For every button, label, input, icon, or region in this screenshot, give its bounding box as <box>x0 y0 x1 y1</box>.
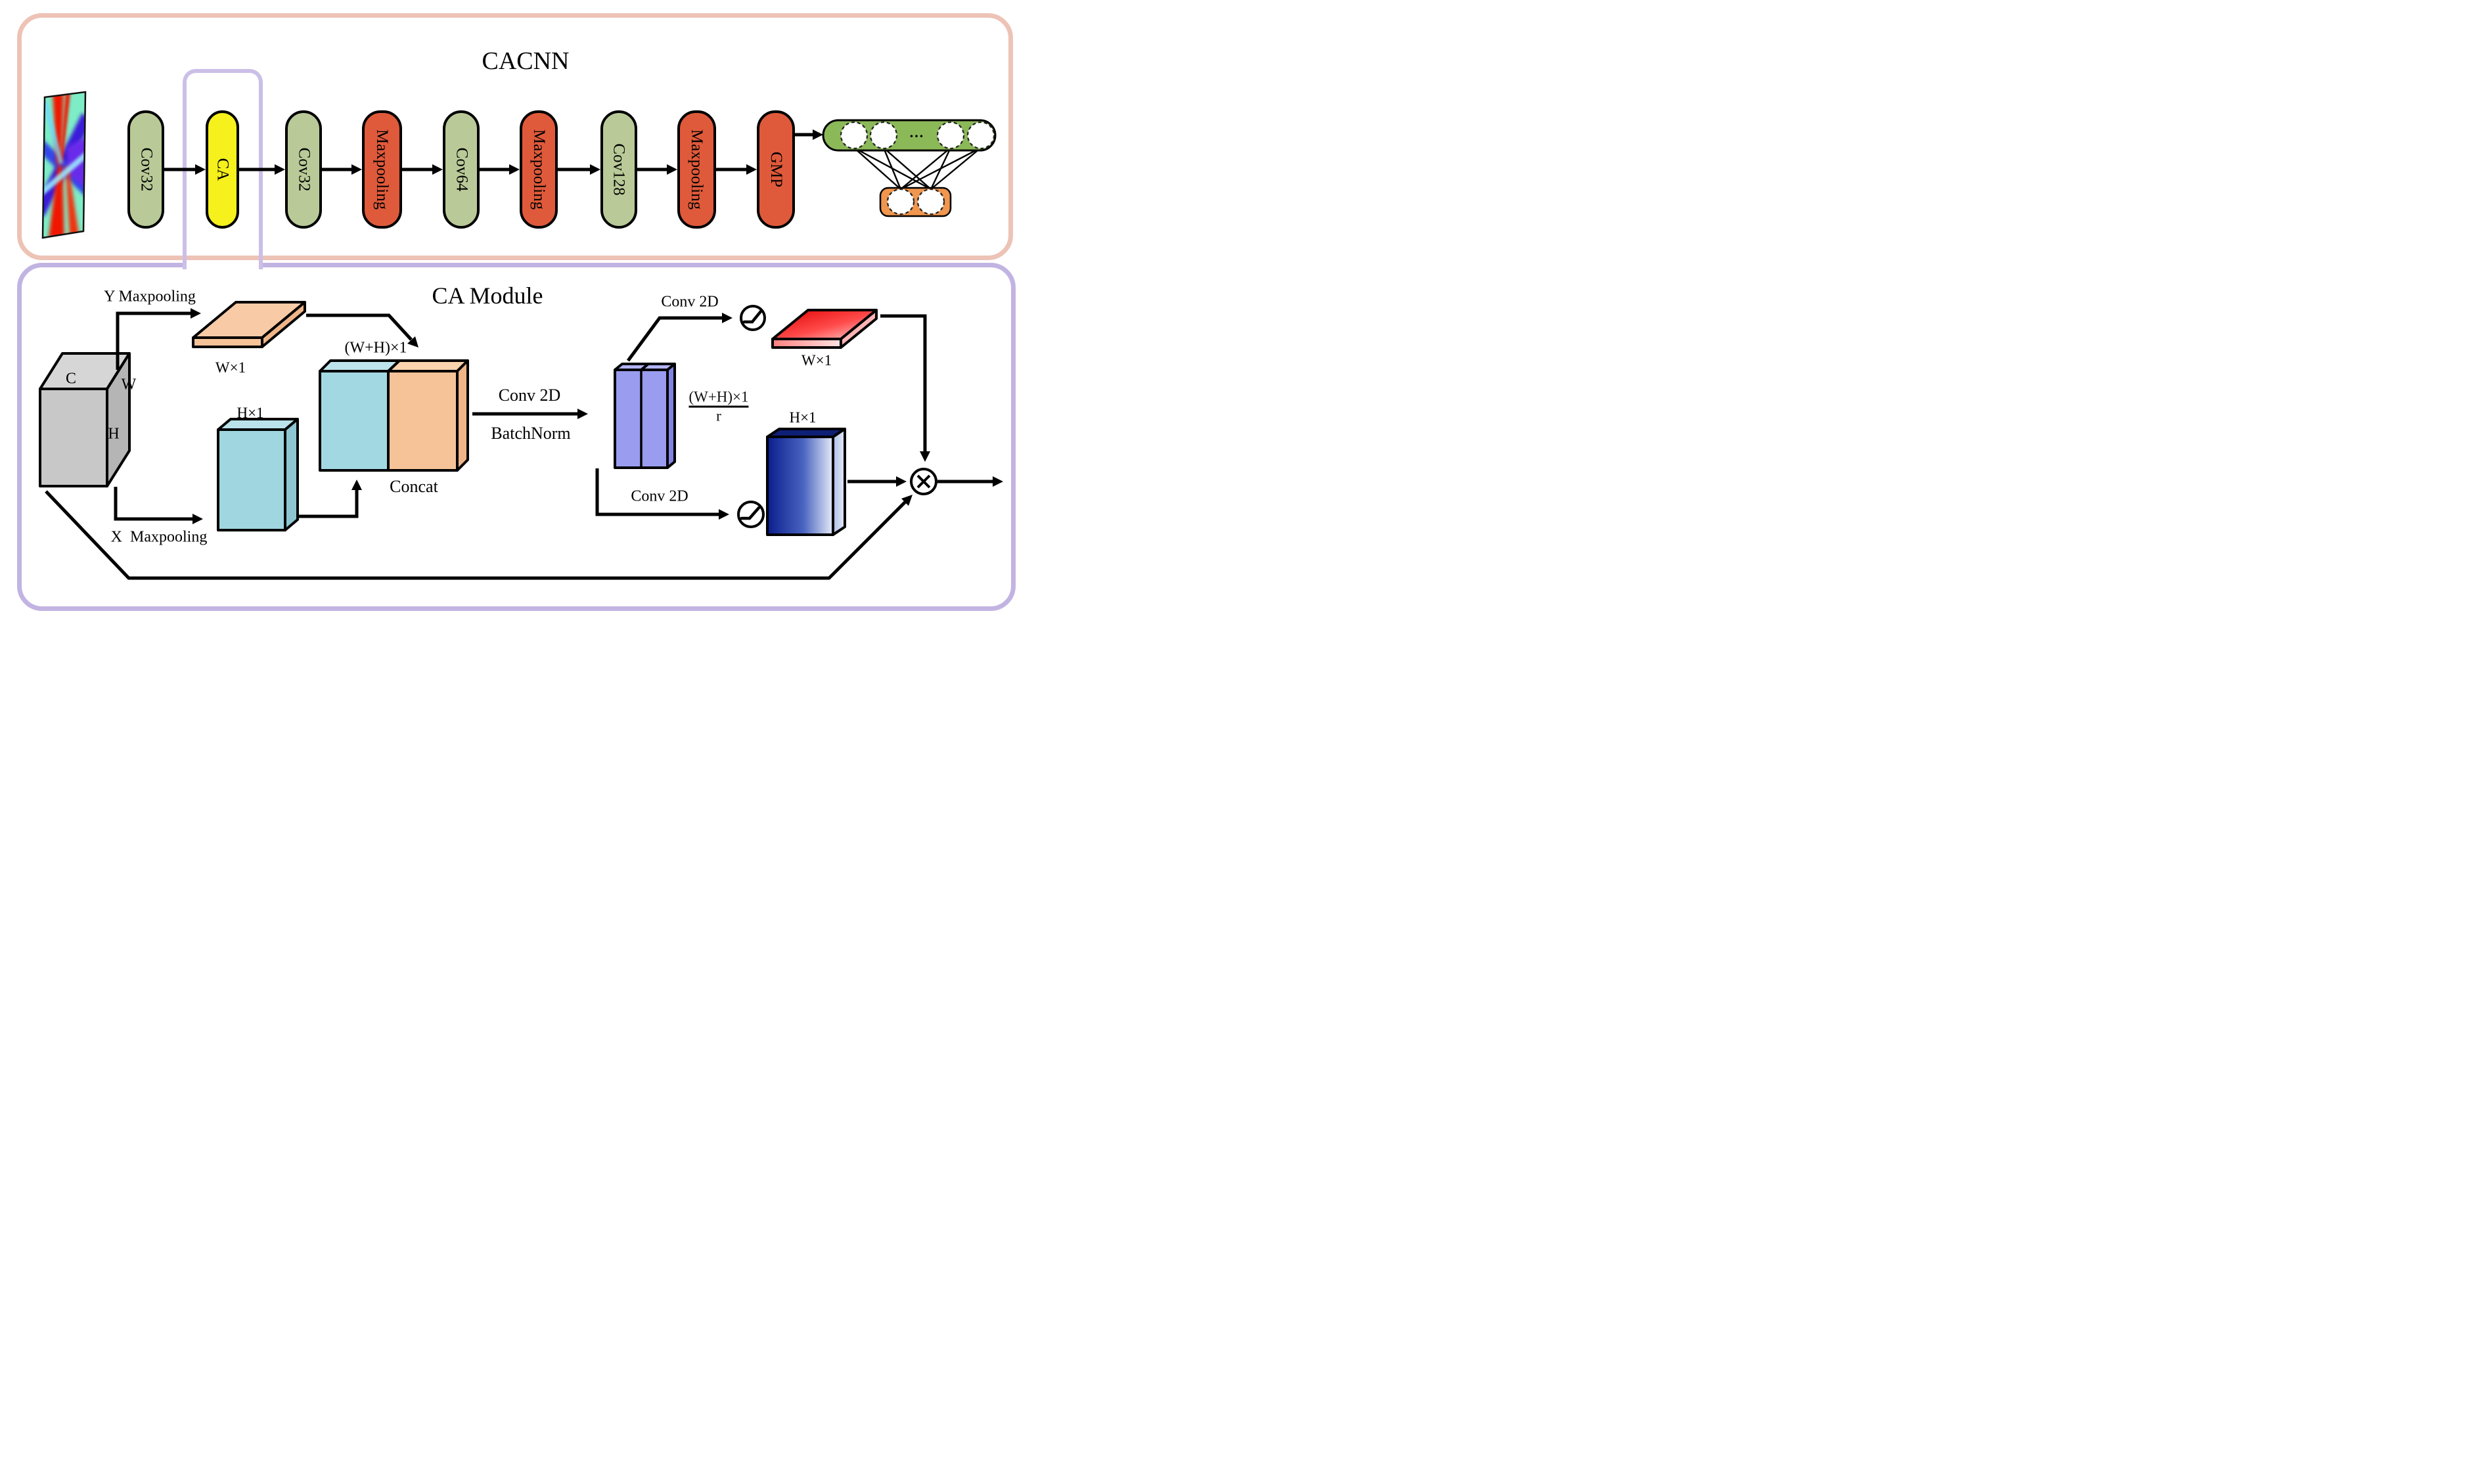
label-h1-cyan: H×1 <box>237 405 264 421</box>
concat-slab <box>319 359 469 472</box>
cube-label-w: W <box>121 376 137 393</box>
input-feature-cube <box>39 352 131 487</box>
block-label: Maxpooling <box>373 129 392 210</box>
block-maxpooling-1: Maxpooling <box>362 110 402 229</box>
sigmoid-icon-bottom <box>737 501 765 528</box>
module-output-arrow <box>937 476 1003 487</box>
figure-canvas: Cov32 CA Cov32 Maxpooling Cov64 Maxpooli… <box>0 0 1030 616</box>
concat-up-arrow <box>298 480 362 518</box>
red-w1-slab <box>771 309 878 349</box>
red-slab-to-multiply-arrow <box>880 314 930 462</box>
label-y-maxpooling: Y Maxpooling <box>104 288 196 305</box>
conv2d-bottom-arrow <box>595 468 729 520</box>
x-maxpooling-arrow <box>114 487 203 524</box>
block-label: Cov32 <box>137 147 155 192</box>
conv2d-top-arrow <box>626 313 733 362</box>
label-conv2d-top: Conv 2D <box>661 293 719 311</box>
panel-border-gap <box>185 261 261 269</box>
label-conv2d-mid: Conv 2D <box>498 386 561 405</box>
title-cacnn: CACNN <box>482 47 570 75</box>
block-ca: CA <box>206 110 239 229</box>
pipeline-arrows <box>164 133 814 171</box>
fc-hidden-neurons <box>840 121 995 150</box>
label-wh1-over-r: (W+H)×1 r <box>688 388 749 425</box>
multiply-icon <box>910 468 937 495</box>
y-maxpooling-arrow <box>116 308 201 370</box>
block-label: Cov128 <box>610 143 628 196</box>
fraction-denominator: r <box>688 405 749 425</box>
label-wh1-concat: (W+H)×1 <box>344 339 407 357</box>
label-conv2d-bottom: Conv 2D <box>631 487 688 505</box>
fc-connection-lines <box>853 146 981 191</box>
block-label: GMP <box>767 151 785 188</box>
block-label: CA <box>214 158 232 181</box>
block-label: Cov32 <box>295 147 313 192</box>
blue-block-to-multiply-arrow <box>847 476 907 487</box>
sigmoid-icon-top <box>740 305 766 331</box>
skip-connection-arrow <box>45 490 913 580</box>
title-ca-module: CA Module <box>432 282 543 309</box>
purple-double-slab <box>614 363 676 469</box>
block-cov64: Cov64 <box>443 110 480 229</box>
fc-output-neurons <box>886 188 945 215</box>
fc-output-layers <box>822 119 997 217</box>
cyan-h1-block <box>217 418 299 531</box>
orange-w1-slab <box>192 301 306 348</box>
label-concat: Concat <box>390 477 438 496</box>
block-label: Maxpooling <box>688 129 706 210</box>
slab-to-concat-arrow <box>306 313 418 348</box>
block-gmp: GMP <box>757 110 795 229</box>
block-label: Maxpooling <box>530 129 548 210</box>
block-label: Cov64 <box>453 147 470 192</box>
block-cov32-2: Cov32 <box>285 110 322 229</box>
ca-module-panel-border <box>17 263 1016 611</box>
cube-label-h: H <box>108 425 120 443</box>
block-cov128: Cov128 <box>600 110 637 229</box>
block-maxpooling-3: Maxpooling <box>677 110 716 229</box>
label-w1-orange: W×1 <box>215 359 246 376</box>
label-h1-blue: H×1 <box>789 409 817 426</box>
input-heatmap-image <box>41 91 87 239</box>
block-maxpooling-2: Maxpooling <box>520 110 558 229</box>
label-x-maxpooling: X Maxpooling <box>110 528 208 546</box>
block-cov32-1: Cov32 <box>127 110 164 229</box>
fraction-numerator: (W+H)×1 <box>688 388 749 405</box>
cube-label-c: C <box>65 370 77 388</box>
cacnn-panel-border <box>17 13 1013 260</box>
pipeline-arrowheads <box>195 129 823 175</box>
blue-h1-block <box>766 428 846 536</box>
label-w1-red: W×1 <box>801 352 832 369</box>
conv2d-batchnorm-arrow <box>472 409 588 419</box>
fc-dots: ... <box>909 124 925 141</box>
diagram-graphics <box>39 91 1003 580</box>
label-batchnorm: BatchNorm <box>491 424 571 443</box>
